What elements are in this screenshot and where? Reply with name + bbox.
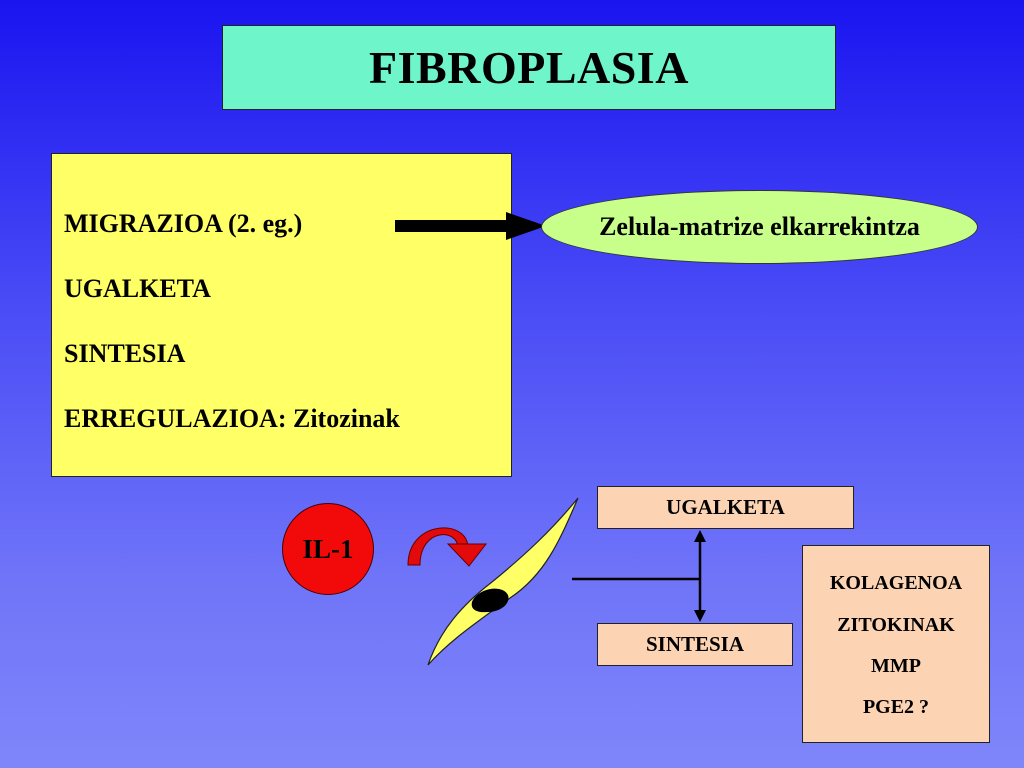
il1-circle: IL-1	[282, 503, 374, 595]
cell-matrix-interaction-ellipse: Zelula-matrize elkarrekintza	[541, 190, 978, 264]
stage-proliferation: UGALKETA	[64, 274, 211, 303]
title-box: FIBROPLASIA	[222, 25, 836, 110]
curved-arrow	[407, 527, 488, 567]
proliferation-box: UGALKETA	[597, 486, 854, 529]
fibroblast-cell	[427, 497, 579, 666]
ellipse-label: Zelula-matrize elkarrekintza	[599, 212, 920, 241]
il1-label: IL-1	[302, 533, 354, 564]
connector-lines	[572, 530, 706, 622]
stage-migration: MIGRAZIOA (2. eg.)	[64, 209, 303, 238]
fibroplasia-stages-box: MIGRAZIOA (2. eg.) UGALKETA SINTESIA ERR…	[51, 153, 512, 477]
synthesis-label: SINTESIA	[645, 632, 745, 656]
product-collagen: KOLAGENOA	[829, 572, 963, 594]
migration-arrow	[395, 212, 546, 240]
stage-synthesis: SINTESIA	[64, 339, 186, 368]
product-mmp: MMP	[871, 655, 921, 677]
slide-title: FIBROPLASIA	[369, 42, 689, 93]
product-pge2: PGE2 ?	[862, 696, 930, 718]
cell-nucleus	[471, 588, 509, 613]
synthesis-box: SINTESIA	[597, 623, 793, 666]
proliferation-label: UGALKETA	[666, 495, 785, 519]
stage-regulation: ERREGULAZIOA: Zitozinak	[64, 404, 400, 433]
product-cytokines: ZITOKINAK	[837, 614, 955, 636]
products-box: KOLAGENOA ZITOKINAK MMP PGE2 ?	[802, 545, 990, 743]
